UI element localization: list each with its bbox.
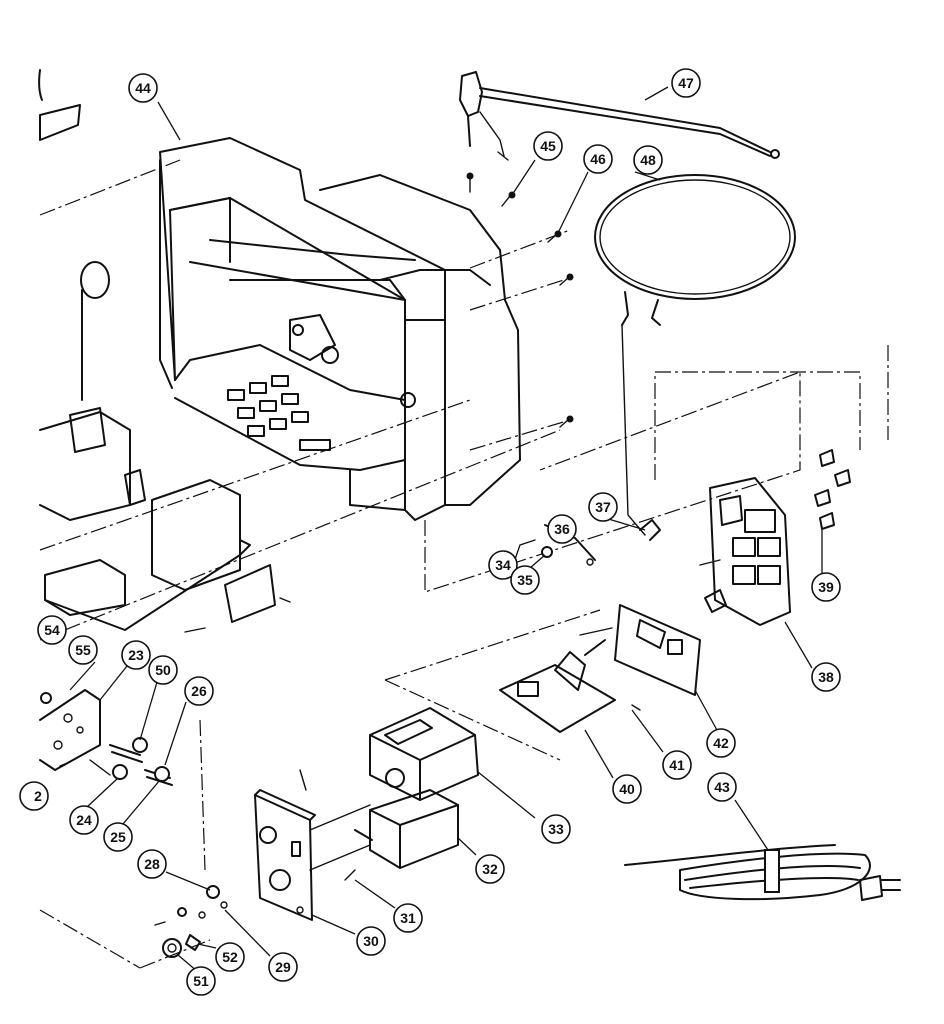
mounting-bracket xyxy=(254,769,371,921)
terminal-caps xyxy=(814,449,851,530)
callout-28: 28 xyxy=(137,849,167,879)
cabinet-screws xyxy=(466,172,574,428)
loop-antenna xyxy=(594,174,796,536)
callout-47: 47 xyxy=(671,68,701,98)
svg-text:39: 39 xyxy=(818,579,834,595)
callout-30: 30 xyxy=(356,926,386,956)
callout-44: 44 xyxy=(128,73,158,103)
svg-text:55: 55 xyxy=(75,642,91,658)
svg-text:34: 34 xyxy=(495,557,511,573)
tuner-box xyxy=(369,707,479,801)
callout-40: 40 xyxy=(612,774,642,804)
svg-text:29: 29 xyxy=(275,959,291,975)
svg-text:30: 30 xyxy=(363,933,379,949)
control-parts xyxy=(39,689,173,786)
svg-text:37: 37 xyxy=(595,499,611,515)
callout-41: 41 xyxy=(662,750,692,780)
svg-text:51: 51 xyxy=(193,973,209,989)
callout-34: 34 xyxy=(488,550,518,580)
svg-text:35: 35 xyxy=(517,572,533,588)
svg-text:52: 52 xyxy=(222,949,238,965)
callout-26: 26 xyxy=(184,676,214,706)
svg-text:32: 32 xyxy=(482,861,498,877)
callout-2-partial: 2 xyxy=(19,781,49,811)
power-cord xyxy=(624,844,901,901)
callout-23: 23 xyxy=(121,640,151,670)
alignment-lines xyxy=(39,159,889,969)
svg-text:28: 28 xyxy=(144,856,160,872)
telescopic-antenna xyxy=(459,71,780,161)
switch-board xyxy=(579,589,727,696)
callout-31: 31 xyxy=(393,903,423,933)
svg-text:26: 26 xyxy=(191,683,207,699)
callout-48: 48 xyxy=(633,145,663,175)
svg-text:54: 54 xyxy=(44,622,60,638)
svg-text:50: 50 xyxy=(155,662,171,678)
callout-35: 35 xyxy=(510,565,540,595)
callout-42: 42 xyxy=(706,728,736,758)
callout-33: 33 xyxy=(541,814,571,844)
svg-text:23: 23 xyxy=(128,647,144,663)
svg-text:25: 25 xyxy=(110,829,126,845)
callout-51: 51 xyxy=(186,966,216,996)
svg-text:48: 48 xyxy=(640,152,656,168)
leader-lines xyxy=(69,86,823,973)
svg-text:47: 47 xyxy=(678,75,694,91)
svg-text:31: 31 xyxy=(400,910,416,926)
callout-36: 36 xyxy=(547,514,577,544)
svg-text:38: 38 xyxy=(818,669,834,685)
svg-text:41: 41 xyxy=(669,757,685,773)
callout-25: 25 xyxy=(103,822,133,852)
callout-39: 39 xyxy=(811,572,841,602)
svg-text:44: 44 xyxy=(135,80,151,96)
svg-text:36: 36 xyxy=(554,521,570,537)
callouts: 44 45 46 47 48 37 36 34 35 39 38 42 41 4… xyxy=(19,68,841,996)
callout-55: 55 xyxy=(68,635,98,665)
callout-50: 50 xyxy=(148,655,178,685)
svg-text:42: 42 xyxy=(713,735,729,751)
knob-parts xyxy=(154,885,228,958)
callout-32: 32 xyxy=(475,854,505,884)
cabinet-frame xyxy=(159,137,521,521)
transformer-box xyxy=(354,789,459,869)
small-hardware xyxy=(519,519,661,566)
back-panel-board xyxy=(699,477,791,626)
callout-45: 45 xyxy=(533,131,563,161)
callout-46: 46 xyxy=(583,144,613,174)
callout-24: 24 xyxy=(69,805,99,835)
control-board xyxy=(499,639,641,733)
callout-43: 43 xyxy=(707,772,737,802)
svg-text:43: 43 xyxy=(714,779,730,795)
callout-52: 52 xyxy=(215,942,245,972)
svg-text:46: 46 xyxy=(590,151,606,167)
callout-37: 37 xyxy=(588,492,618,522)
left-assemblies xyxy=(38,69,291,633)
svg-text:33: 33 xyxy=(548,821,564,837)
svg-text:40: 40 xyxy=(619,781,635,797)
callout-54: 54 xyxy=(37,615,67,645)
callout-29: 29 xyxy=(268,952,298,982)
svg-text:45: 45 xyxy=(540,138,556,154)
cabinet-vent-slots xyxy=(227,375,331,451)
callout-38: 38 xyxy=(811,662,841,692)
svg-text:24: 24 xyxy=(76,812,92,828)
svg-text:2: 2 xyxy=(34,788,42,804)
